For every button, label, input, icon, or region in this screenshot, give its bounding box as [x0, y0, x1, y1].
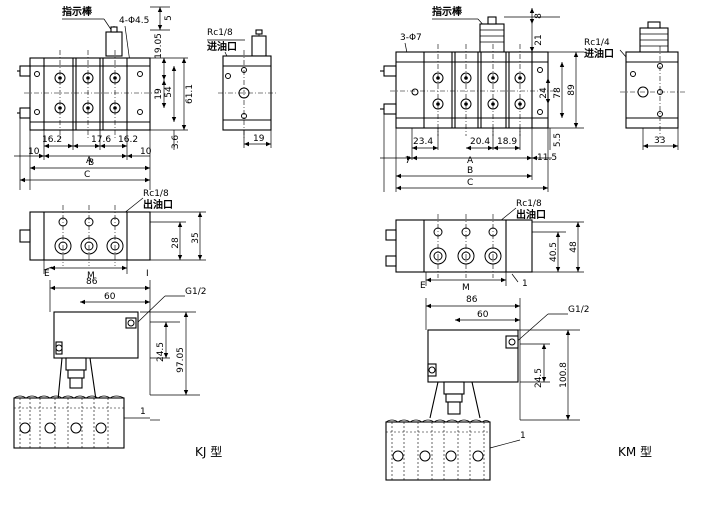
svg-text:A: A — [467, 156, 474, 166]
kj-inlet-label: 进油口 — [207, 40, 237, 53]
km-side-view: Rc1/4 进油口 33 — [584, 21, 686, 150]
svg-text:I: I — [146, 269, 149, 279]
km-outlet-thread: Rc1/8 — [516, 199, 542, 209]
svg-text:B: B — [88, 158, 94, 168]
svg-text:5: 5 — [164, 15, 174, 21]
kj-outlet-thread: Rc1/8 — [143, 189, 169, 199]
kj-inlet-thread: Rc1/8 — [207, 28, 233, 38]
svg-text:A: A — [86, 156, 93, 166]
svg-text:1: 1 — [140, 407, 146, 417]
svg-text:10: 10 — [28, 147, 40, 157]
km-side-fitting — [639, 27, 669, 55]
svg-text:7: 7 — [405, 156, 411, 166]
svg-text:10: 10 — [140, 147, 152, 157]
km-holes-label: 3-Φ7 — [400, 33, 422, 43]
svg-text:19: 19 — [154, 88, 164, 100]
svg-text:E: E — [420, 281, 426, 291]
svg-text:5.5: 5.5 — [553, 133, 563, 147]
kj-indicator-rod — [105, 31, 123, 57]
svg-text:16.2: 16.2 — [118, 135, 138, 145]
svg-text:28: 28 — [171, 237, 181, 249]
svg-text:60: 60 — [104, 292, 116, 302]
svg-text:16.2: 16.2 — [42, 135, 62, 145]
svg-text:C: C — [467, 178, 473, 188]
svg-text:18.9: 18.9 — [497, 137, 517, 147]
kj-assembly-view: 86 60 G1/2 24.5 97.05 — [13, 277, 222, 459]
svg-text:M: M — [87, 271, 95, 281]
km-reservoir — [427, 329, 519, 383]
svg-text:97.05: 97.05 — [176, 347, 186, 373]
svg-text:35: 35 — [191, 232, 201, 243]
svg-text:19: 19 — [253, 134, 265, 144]
svg-text:61.1: 61.1 — [185, 84, 195, 104]
svg-text:B: B — [467, 166, 473, 176]
km-inlet-thread: Rc1/4 — [584, 38, 610, 48]
svg-text:11.5: 11.5 — [537, 153, 557, 163]
svg-text:40.5: 40.5 — [549, 242, 559, 262]
svg-text:3.6: 3.6 — [171, 135, 181, 150]
km-inlet-label: 进油口 — [584, 47, 614, 60]
kj-front-view: 指示棒 4-Φ4.5 — [14, 5, 195, 190]
kj-side-view: Rc1/8 进油口 19 — [207, 28, 276, 148]
kj-outlet-view: Rc1/8 出油口 28 35 M E I — [19, 189, 206, 281]
kj-indicator-label: 指示棒 — [62, 5, 93, 18]
svg-text:19.05: 19.05 — [154, 33, 164, 59]
svg-text:60: 60 — [477, 310, 489, 320]
svg-text:24.5: 24.5 — [534, 368, 544, 388]
svg-text:24.5: 24.5 — [156, 342, 166, 362]
svg-text:20.4: 20.4 — [470, 137, 490, 147]
km-indicator-rod — [479, 23, 505, 55]
kj-base-plate — [13, 397, 125, 449]
km-valve-body — [395, 51, 549, 129]
svg-text:54: 54 — [164, 86, 174, 98]
km-assembly-view: 86 60 G1/2 24.5 100.8 — [385, 295, 652, 481]
svg-text:33: 33 — [654, 136, 665, 146]
kj-reservoir — [53, 311, 139, 359]
km-base-plate — [385, 421, 491, 481]
km-front-view: 指示棒 3-Φ7 — [380, 5, 584, 192]
svg-text:21: 21 — [534, 34, 544, 45]
kj-holes-label: 4-Φ4.5 — [119, 16, 149, 26]
kj-type-label: KJ 型 — [195, 445, 222, 459]
svg-text:48: 48 — [569, 241, 579, 253]
svg-text:86: 86 — [86, 277, 98, 287]
svg-text:24: 24 — [539, 87, 549, 99]
svg-text:E: E — [44, 269, 50, 279]
kj-side-fitting — [251, 35, 267, 57]
svg-text:23.4: 23.4 — [413, 137, 433, 147]
km-indicator-label: 指示棒 — [432, 5, 463, 18]
km-outlet-view: Rc1/8 出油口 40.5 48 M E 1 — [385, 199, 584, 293]
svg-text:C: C — [84, 170, 90, 180]
svg-text:1: 1 — [522, 279, 528, 289]
svg-text:78: 78 — [553, 87, 563, 99]
svg-text:100.8: 100.8 — [559, 362, 569, 388]
svg-text:1: 1 — [520, 431, 526, 441]
kj-pipe-thread: G1/2 — [185, 287, 206, 297]
km-pipe-thread: G1/2 — [568, 305, 589, 315]
kj-valve-body — [29, 57, 151, 131]
km-type-label: KM 型 — [618, 445, 652, 459]
svg-text:86: 86 — [466, 295, 478, 305]
km-outlet-label: 出油口 — [516, 208, 546, 221]
svg-text:M: M — [462, 283, 470, 293]
svg-text:89: 89 — [567, 84, 577, 96]
svg-text:17.6: 17.6 — [91, 135, 111, 145]
svg-text:8: 8 — [534, 13, 544, 19]
kj-outlet-label: 出油口 — [143, 198, 173, 211]
